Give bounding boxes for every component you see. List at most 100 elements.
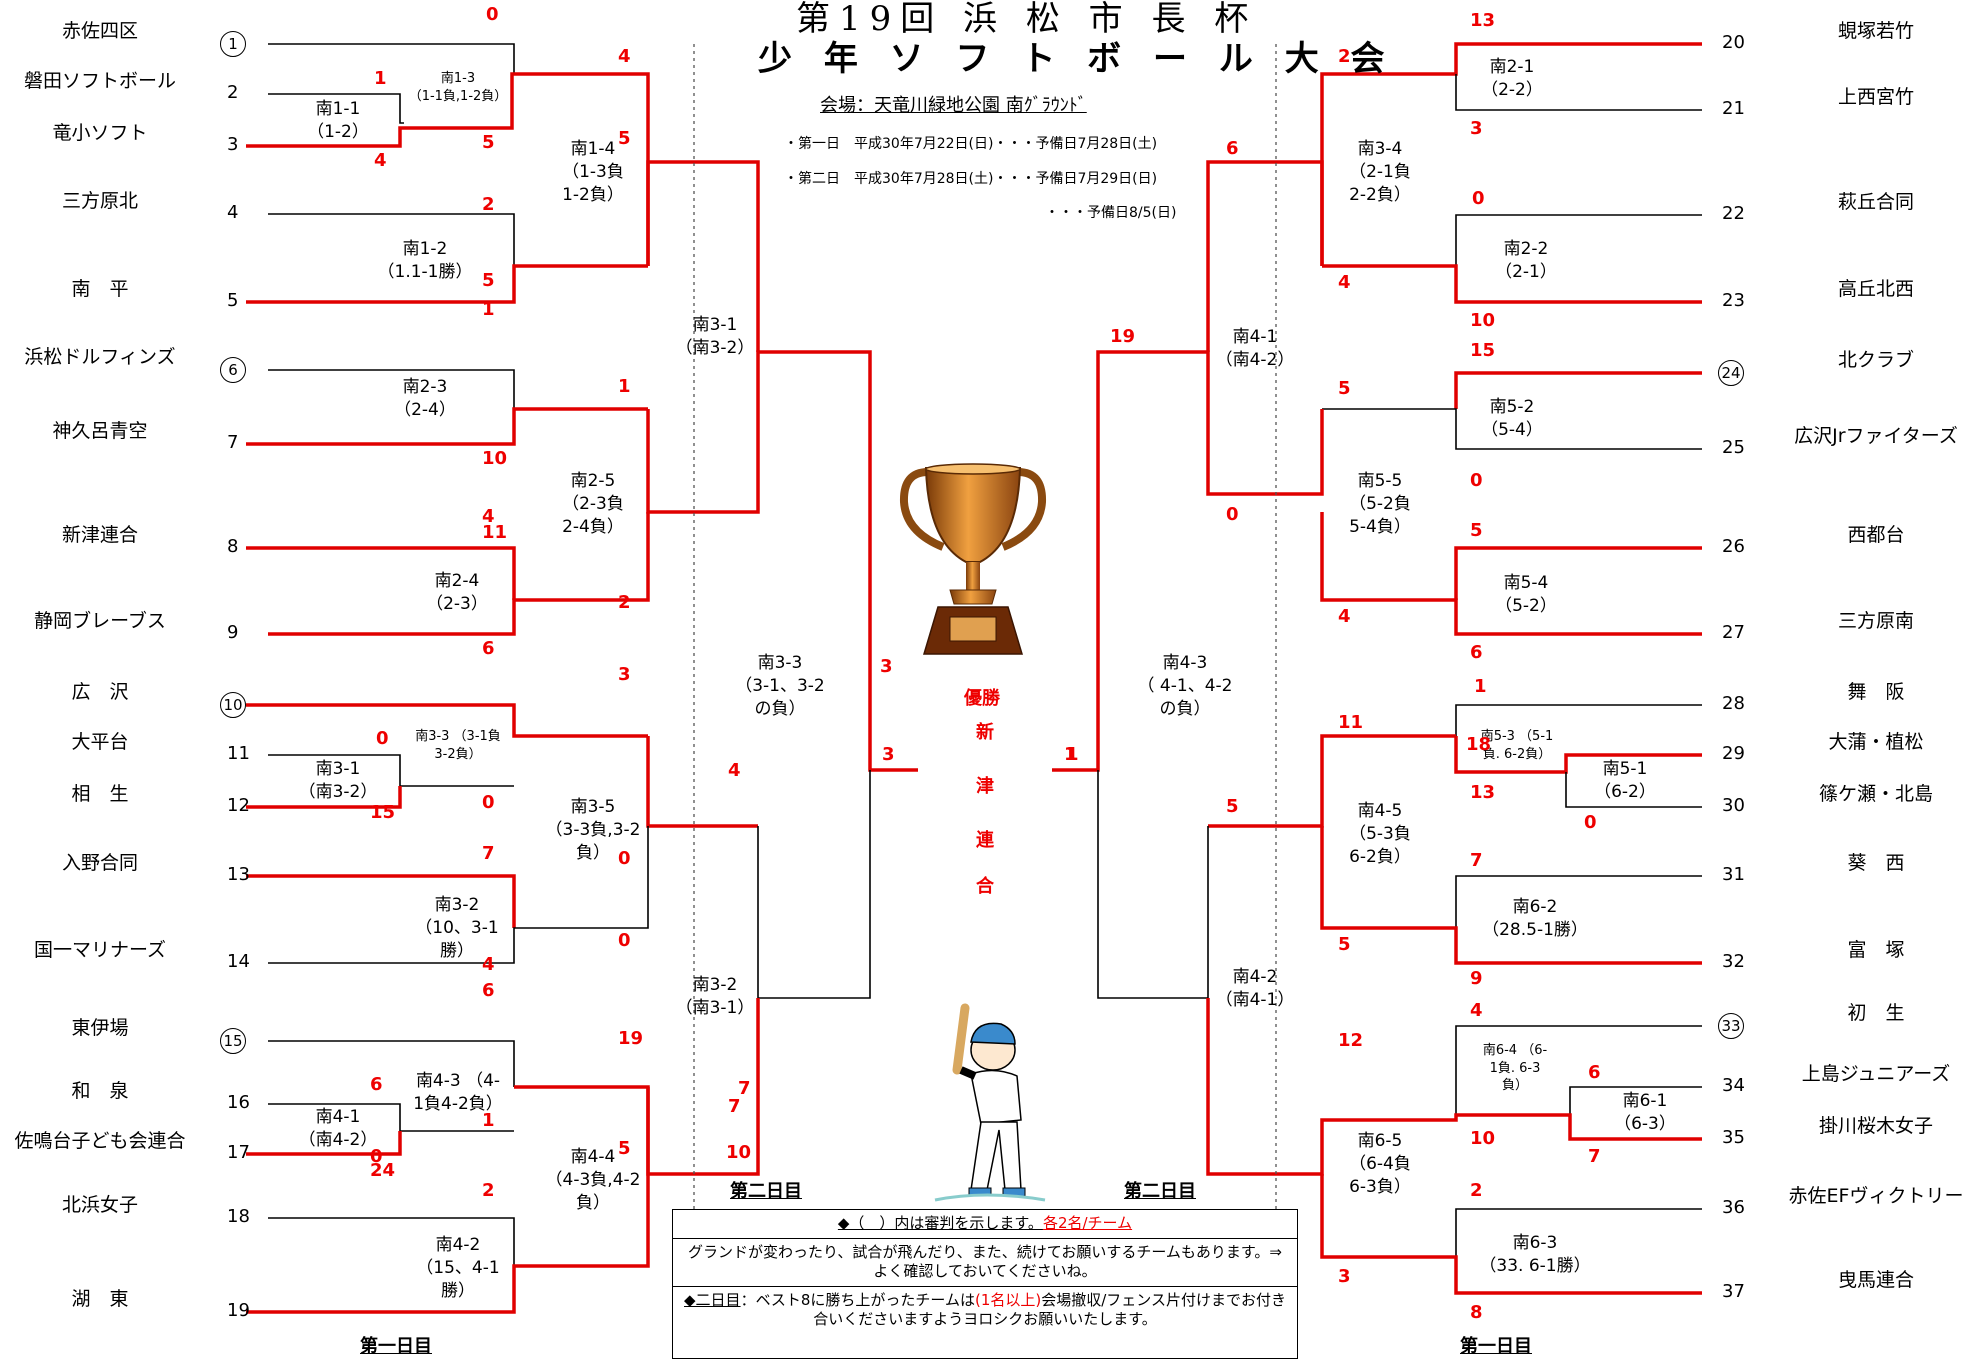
match-label: 南6-3 （33. 6-1勝） (1479, 1233, 1591, 1276)
team-name: 相 生 (71, 783, 129, 805)
notes-row-day2: ◆二日目：ベスト8に勝ち上がったチームは(1名以上)会場撤収/フェンス片付けまで… (673, 1287, 1297, 1334)
team-name: 赤佐EFヴィクトリー (1788, 1185, 1964, 1207)
score-left: 0 (618, 930, 631, 951)
team-seed: 23 (1722, 290, 1745, 311)
bracket-line-right (1208, 734, 1456, 828)
team-seed: 28 (1722, 693, 1745, 714)
match-label: 南3-5 （3-3負,3-2 負） (545, 797, 641, 863)
team-seed: 18 (227, 1206, 250, 1227)
score-left: 0 (482, 792, 495, 813)
bracket-line-right (1455, 1025, 1702, 1120)
bracket-line-right (1206, 160, 1324, 352)
score-right: 5 (1470, 520, 1483, 541)
score-left: 6 (482, 638, 495, 659)
notes-judges-text: ◆（ ）内は審判を示します。 (837, 1214, 1043, 1232)
bracket-line-left (757, 770, 871, 999)
bracket-line-left (268, 754, 514, 787)
bracket-line-left (246, 546, 516, 600)
bracket-line-right (1455, 875, 1702, 928)
champion-char-3: 連 (976, 830, 994, 851)
match-label: 南6-5 （6-4負 6-3負） (1349, 1131, 1411, 1197)
score-left: 0 (618, 848, 631, 869)
score-right: 0 (1226, 504, 1239, 525)
trophy-icon (899, 463, 1047, 655)
score-left: 7 (728, 1096, 741, 1117)
team-seed: 31 (1722, 864, 1745, 885)
bracket-line-left (246, 1131, 402, 1156)
team-seed: 11 (227, 743, 250, 764)
score-left: 2 (618, 592, 631, 613)
team-name: 萩丘合同 (1837, 191, 1914, 213)
team-name: 上島ジュニアーズ (1801, 1063, 1951, 1085)
match-label: 南6-1 （6-3） (1614, 1091, 1676, 1134)
team-seed: 4 (227, 202, 239, 223)
team-name: 磐田ソフトボール (23, 70, 176, 92)
team-name: 葵 西 (1847, 852, 1905, 874)
team-seed: 37 (1722, 1281, 1745, 1302)
score-right: 6 (1226, 138, 1239, 159)
match-label: 南3-1 （南3-2） (298, 759, 378, 802)
score-right: 4 (1338, 606, 1351, 627)
score-left: 11 (482, 522, 508, 543)
score-right: 18 (1466, 734, 1492, 755)
bracket-line-left (246, 72, 650, 266)
score-right: 5 (1338, 934, 1351, 955)
match-label: 南6-4 （6- 1負. 6-3 負） (1482, 1043, 1548, 1094)
score-right: 4 (1470, 1000, 1483, 1021)
team-name: 和 泉 (71, 1080, 129, 1102)
match-label: 南3-3 （3-1負 3-2負） (415, 729, 501, 762)
day-label-left-1: 第一日目 (360, 1336, 432, 1357)
team-name: 東伊場 (71, 1017, 129, 1039)
team-seed: 33 (1718, 1013, 1744, 1039)
match-label: 南2-1 （2-2） (1481, 57, 1543, 100)
champion-char-2: 津 (976, 776, 994, 797)
score-left: 4 (728, 760, 741, 781)
bracket-line-left (646, 160, 760, 352)
score-right: 1 (1066, 744, 1079, 765)
team-seed: 7 (227, 432, 239, 453)
team-seed: 13 (227, 864, 250, 885)
bracket-line-right (1455, 1208, 1702, 1257)
match-label: 南5-4 （5-2） (1495, 573, 1557, 616)
score-right: 13 (1470, 10, 1496, 31)
score-right: 10 (1470, 310, 1496, 331)
score-left: 0 (486, 4, 499, 25)
match-label: 南2-4 （2-3） (426, 571, 488, 614)
score-left: 6 (482, 980, 495, 1001)
match-label: 南4-1 （南4-2） (1215, 327, 1295, 370)
bracket-line-right (1097, 770, 1209, 999)
match-label: 南3-1 （南3-2） (675, 315, 755, 358)
team-seed: 1 (220, 31, 246, 57)
team-name: 篠ケ瀬・北島 (1818, 783, 1933, 805)
bracket-line-right (1454, 371, 1702, 409)
team-name: 静岡ブレーブス (34, 610, 166, 632)
score-left: 2 (482, 194, 495, 215)
team-name: 高丘北西 (1837, 278, 1914, 300)
score-right: 0 (1584, 812, 1597, 833)
bracket-line-left (268, 1103, 514, 1132)
score-left: 10 (482, 448, 508, 469)
score-left: 15 (370, 802, 396, 823)
bracket-line-left (246, 874, 516, 928)
bracket-line-left (246, 264, 648, 304)
schedule-line-2: ・第二日 平成30年7月28日(土)・・・予備日7月29日(日) (784, 171, 1158, 187)
team-name: 浜松ドルフィンズ (24, 346, 176, 368)
team-seed: 27 (1722, 622, 1745, 643)
score-left: 10 (726, 1142, 752, 1163)
score-left: 19 (618, 1028, 644, 1049)
match-label: 南3-2 （南3-1） (675, 975, 755, 1018)
team-seed: 32 (1722, 951, 1745, 972)
score-right: 12 (1338, 1030, 1364, 1051)
score-right: 9 (1470, 968, 1483, 989)
score-right: 3 (1338, 1266, 1351, 1287)
bracket-line-left (268, 1040, 515, 1087)
team-seed: 21 (1722, 98, 1745, 119)
score-right: 0 (1470, 470, 1483, 491)
score-left: 7 (482, 843, 495, 864)
score-right: 8 (1470, 1302, 1483, 1323)
team-name: 佐鳴台子ども会連合 (14, 1130, 186, 1152)
team-seed: 2 (227, 82, 239, 103)
team-seed: 6 (220, 357, 246, 383)
match-label: 南3-4 （2-1負 2-2負） (1349, 139, 1411, 205)
score-left: 3 (880, 656, 893, 677)
